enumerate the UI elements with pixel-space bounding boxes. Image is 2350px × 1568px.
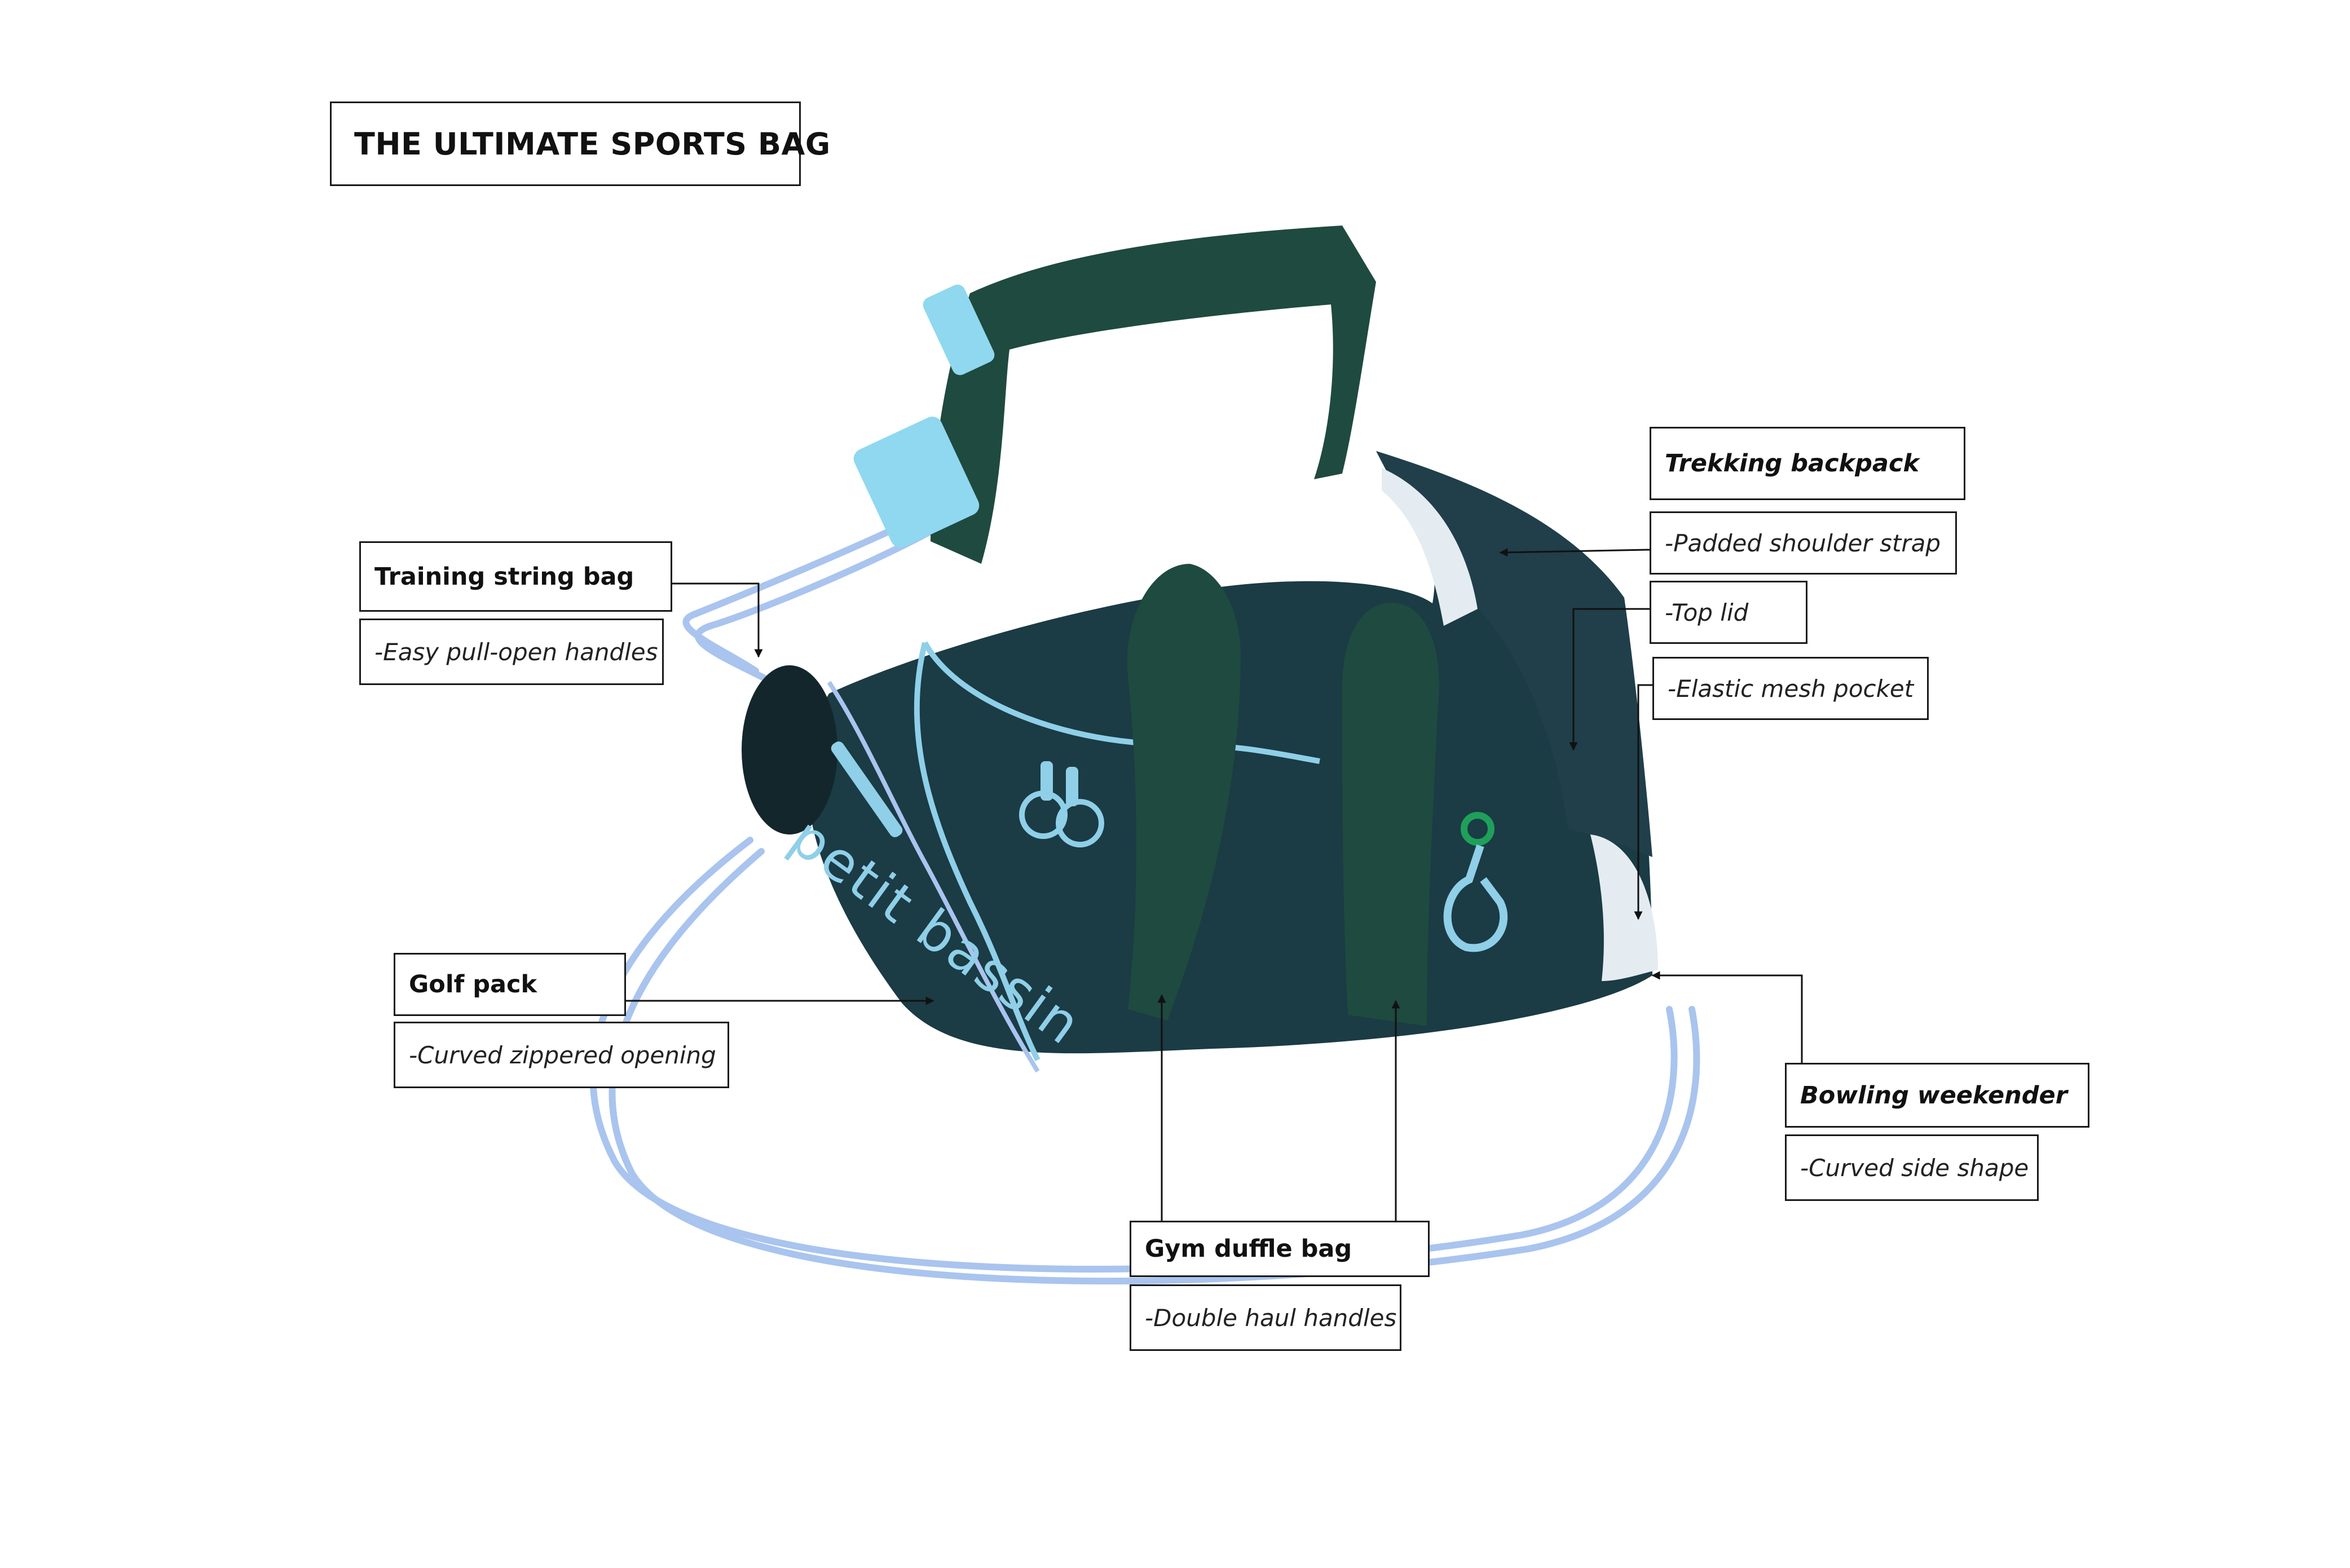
bag-body: petit bassin (742, 451, 1658, 1073)
label-trekking-heading: Trekking backpack (1650, 427, 1965, 500)
page-title: THE ULTIMATE SPORTS BAG (330, 101, 830, 186)
label-training-heading: Training string bag (359, 541, 672, 612)
label-golf-heading: Golf pack (394, 953, 626, 1016)
label-trekking-feature-strap: -Padded shoulder strap (1650, 511, 1957, 575)
leader-bowling (1651, 971, 1803, 1063)
label-bowling-heading: Bowling weekender (1785, 1063, 2089, 1128)
label-golf-feature: -Curved zippered opening (394, 1022, 729, 1088)
shoulder-strap (853, 226, 1376, 564)
label-training-feature: -Easy pull-open handles (359, 619, 664, 685)
label-gym-feature: -Double haul handles (1130, 1284, 1401, 1351)
leader-lines (626, 548, 1803, 1221)
leader-trekking (1499, 548, 1650, 557)
label-trekking-feature-lid: -Top lid (1650, 581, 1807, 644)
label-trekking-feature-mesh: -Elastic mesh pocket (1652, 657, 1929, 720)
leader-training (672, 582, 763, 658)
leader-mesh (1634, 684, 1652, 920)
label-bowling-feature: -Curved side shape (1785, 1134, 2039, 1201)
label-gym-heading: Gym duffle bag (1130, 1221, 1430, 1277)
leader-top-lid (1569, 608, 1661, 751)
